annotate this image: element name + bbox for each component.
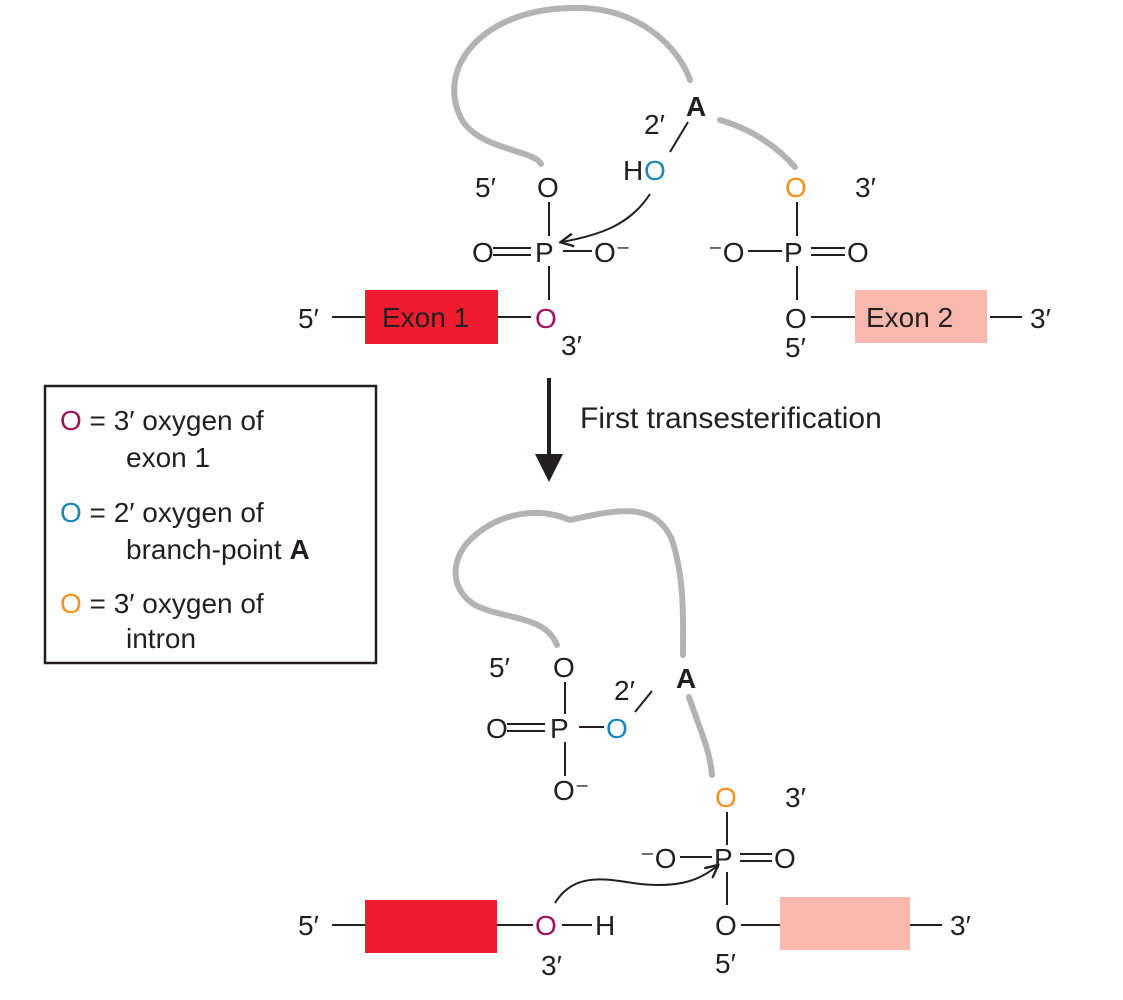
prime-5: 5′ (298, 303, 319, 334)
oxygen: O (715, 910, 737, 941)
attack-arrow (554, 866, 717, 904)
prime-3: 3′ (855, 172, 876, 203)
oxygen: O (553, 652, 575, 683)
intron-oxygen: O (715, 782, 737, 813)
exon1-box (365, 290, 498, 344)
oxygen: O (472, 237, 494, 268)
oxygen: O (537, 172, 559, 203)
prime-5: 5′ (489, 652, 510, 683)
prime-5: 5′ (298, 910, 319, 941)
legend-item-exon1: O = 3′ oxygen of (60, 405, 264, 436)
phosphorus: P (535, 237, 554, 268)
branch-a: A (676, 663, 696, 694)
prime-3: 3′ (785, 782, 806, 813)
phosphorus: P (784, 237, 803, 268)
legend-item-branch-line2: branch-point A (126, 534, 310, 565)
legend-item-exon1-line2: exon 1 (126, 442, 210, 473)
phosphorus: P (550, 713, 569, 744)
legend-item-intron-line2: intron (126, 623, 196, 654)
bond (669, 121, 689, 153)
lariat-intermediate: 5′ O O P O 2′ A O⁻ O 3′ ⁻O P O O 5′ 3′ 5… (298, 508, 971, 981)
hydroxyl-h: H (623, 155, 643, 186)
oxygen: O (785, 303, 807, 334)
hydrogen: H (595, 910, 615, 941)
exon2-label: Exon 2 (866, 302, 953, 333)
oxygen-minus: O⁻ (553, 775, 590, 806)
prime-3: 3′ (541, 950, 562, 981)
intron-tail (717, 117, 798, 170)
prime-5: 5′ (785, 332, 806, 363)
branch-oxygen: O (644, 155, 666, 186)
oxygen-minus: ⁻O (708, 237, 745, 268)
prime-3: 3′ (950, 910, 971, 941)
branch-a: A (686, 91, 706, 122)
phosphorus: P (714, 843, 733, 874)
exon1-box (365, 900, 497, 953)
intron-oxygen: O (785, 172, 807, 203)
prime-5: 5′ (475, 172, 496, 203)
pre-mrna-top: A 2′ H O 5′ O O P O⁻ 5′ Exon 1 O 3′ O 3′… (298, 4, 1051, 363)
prime-3: 3′ (1030, 303, 1051, 334)
intron-tail (686, 694, 715, 778)
legend-item-intron: O = 3′ oxygen of (60, 588, 264, 619)
oxygen: O (847, 237, 869, 268)
bond (634, 690, 653, 713)
legend: O = 3′ oxygen of exon 1 O = 2′ oxygen of… (43, 384, 378, 665)
prime-2: 2′ (614, 675, 635, 706)
exon2-box (855, 290, 987, 343)
legend-box (43, 384, 378, 665)
attack-arrow (562, 193, 651, 242)
prime-5: 5′ (715, 948, 736, 979)
oxygen-minus: ⁻O (640, 843, 677, 874)
legend-item-branch: O = 2′ oxygen of (60, 497, 264, 528)
step-label: First transesterification (580, 402, 882, 435)
prime-2: 2′ (644, 109, 665, 140)
exon1-oxygen: O (535, 910, 557, 941)
intron-loop (452, 508, 687, 658)
prime-3: 3′ (561, 330, 582, 361)
exon1-label: Exon 1 (382, 302, 469, 333)
exon2-box (780, 897, 910, 950)
oxygen: O (486, 713, 508, 744)
exon1-oxygen: O (535, 303, 557, 334)
branch-oxygen: O (606, 713, 628, 744)
oxygen-minus: O⁻ (594, 237, 631, 268)
oxygen: O (774, 843, 796, 874)
intron-loop (451, 4, 693, 167)
